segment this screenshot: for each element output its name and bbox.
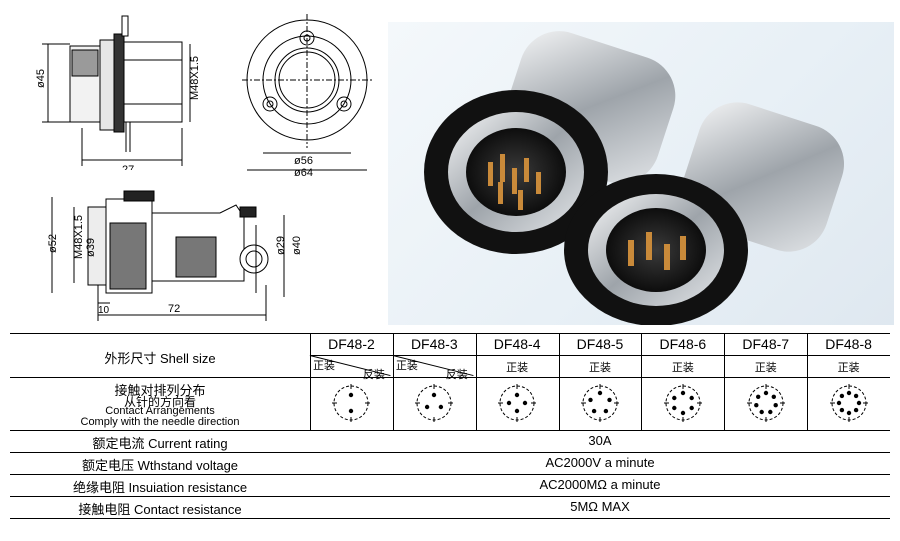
- front-mount-label: 正装: [837, 362, 860, 374]
- front-mount-label: 正装: [589, 362, 611, 374]
- current-label: 额定电流 Current rating: [92, 436, 228, 451]
- col-divider: [724, 333, 726, 430]
- col-divider: [475, 333, 477, 430]
- col-divider: [641, 333, 643, 430]
- insulation-label: 绝缘电阻 Insuiation resistance: [72, 480, 248, 495]
- dim-dia52: ø52: [47, 234, 59, 253]
- row-current: 额定电流 Current rating 30A: [10, 430, 890, 453]
- row-contact-arrangement: 接触对排列分布 从针的方向看 Contact Arrangements Comp…: [10, 377, 890, 431]
- dim-dia40: ø40: [291, 236, 303, 255]
- dim-dia64: ø64: [294, 167, 313, 178]
- reverse-mount-label: 反装: [362, 369, 385, 381]
- arrangement-label-cn2: 从针的方向看: [123, 395, 196, 409]
- row-voltage: 额定电压 Wthstand voltage AC2000V a minute: [10, 452, 890, 475]
- voltage-value: AC2000V a minute: [545, 455, 655, 470]
- row-shell-size: 外形尺寸 Shell size: [10, 333, 890, 378]
- voltage-label: 额定电压 Wthstand voltage: [81, 458, 239, 473]
- front-mount-label: 正装: [313, 360, 335, 372]
- pin-arrangement-icon: [663, 384, 702, 422]
- model-header: DF48-2: [328, 336, 375, 352]
- row-insulation: 绝缘电阻 Insuiation resistance AC2000MΩ a mi…: [10, 474, 890, 497]
- col-divider: [807, 333, 809, 430]
- dim-dia39: ø39: [85, 238, 97, 257]
- right-connector-pins: [628, 232, 686, 270]
- arrangement-label-en1: Contact Arrangements: [105, 405, 215, 417]
- reverse-mount-label: 反装: [445, 369, 468, 381]
- plug-assembly-drawing: ø52 M48X1.5 ø39 ø29 ø40 10 72: [47, 190, 303, 321]
- front-mount-label: 正装: [506, 362, 529, 374]
- model-header: DF48-6: [659, 336, 707, 352]
- col-divider: [392, 333, 394, 430]
- dim-length-10: 10: [98, 305, 110, 316]
- dim-dia29: ø29: [275, 236, 287, 255]
- pin-arrangement-icon: [746, 384, 785, 422]
- arrangement-label-en2: Comply with the needle direction: [80, 416, 240, 428]
- dim-length-72: 72: [168, 303, 180, 315]
- row-contact-resistance: 接触电阻 Contact resistance 5MΩ MAX: [10, 496, 890, 519]
- side-view-drawing: ø45 27 M48X1.5: [35, 15, 201, 170]
- front-mount-label: 正装: [395, 360, 418, 372]
- model-header: DF48-8: [825, 336, 872, 352]
- model-header: DF48-7: [742, 336, 790, 352]
- model-header: DF48-5: [576, 336, 624, 352]
- contact-value: 5MΩ MAX: [570, 499, 630, 514]
- front-view-drawing: ø56 ø64: [242, 14, 372, 178]
- shell-size-label: 外形尺寸 Shell size: [104, 351, 216, 366]
- front-mount-label: 正装: [754, 362, 777, 374]
- current-value: 30A: [588, 433, 612, 448]
- model-header: DF48-3: [410, 336, 458, 352]
- model-header: DF48-4: [493, 336, 541, 352]
- dim-dia56: ø56: [294, 155, 313, 167]
- pin-arrangement-icon: [332, 384, 371, 422]
- table-top-border: [10, 333, 890, 334]
- dim-dia45: ø45: [35, 69, 47, 88]
- arrangement-label-cn1: 接触对排列分布: [114, 383, 206, 398]
- contact-label: 接触电阻 Contact resistance: [78, 502, 242, 517]
- product-photo: [388, 22, 894, 326]
- left-connector-pins: [488, 154, 541, 210]
- insulation-value: AC2000MΩ a minute: [539, 477, 661, 492]
- dim-thread-2: M48X1.5: [73, 215, 85, 259]
- dim-thread-1: M48X1.5: [189, 56, 201, 100]
- front-mount-label: 正装: [671, 362, 694, 374]
- pin-arrangement-icon: [415, 384, 454, 422]
- col-divider: [558, 333, 560, 430]
- pin-arrangement-icon: [829, 384, 868, 422]
- pin-arrangement-icon: [498, 384, 537, 422]
- pin-arrangement-icon: [581, 384, 619, 422]
- subheader-line: [310, 355, 890, 356]
- connector-illustration: [424, 31, 845, 326]
- col-divider: [310, 333, 311, 430]
- dim-length-27: 27: [122, 164, 134, 170]
